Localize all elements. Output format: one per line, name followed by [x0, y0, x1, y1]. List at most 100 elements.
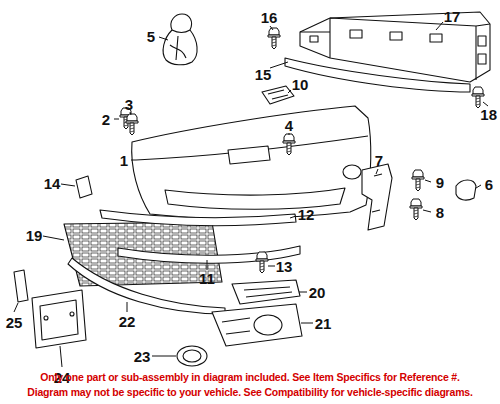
leader-lines — [301, 323, 313, 324]
part-22-molding — [68, 258, 225, 314]
part-24-plate-bracket — [70, 312, 74, 316]
leader-lines — [270, 26, 273, 30]
part-6-cap — [456, 180, 476, 200]
leader-lines — [43, 236, 64, 240]
part-14-clip — [76, 176, 92, 198]
leader-lines — [14, 303, 18, 312]
part-24-plate-bracket — [40, 300, 78, 340]
callout-number: 8 — [436, 205, 444, 220]
part-1-bumper-cover — [132, 106, 371, 218]
part-24-plate-bracket — [32, 290, 86, 348]
callout-number: 21 — [315, 316, 332, 331]
screws — [472, 87, 484, 108]
part-17-reinforcement — [478, 36, 486, 46]
callout-number: 10 — [292, 77, 309, 92]
leader-lines — [289, 133, 290, 135]
screws — [412, 170, 424, 191]
part-17-reinforcement — [310, 36, 318, 42]
part-5-boot — [163, 14, 197, 65]
part-14-clip — [76, 176, 92, 198]
part-20-insert — [244, 287, 292, 297]
part-22-molding — [68, 258, 225, 314]
part-17-reinforcement — [430, 34, 442, 42]
leader-lines — [114, 119, 119, 120]
callout-number: 20 — [309, 285, 326, 300]
callout-number: 22 — [119, 314, 136, 329]
part-7-bracket — [362, 164, 392, 230]
leader-lines — [436, 22, 443, 30]
part-5-boot — [170, 30, 190, 60]
leader-lines — [61, 184, 75, 186]
part-24-plate-bracket — [32, 290, 86, 348]
callout-number: 9 — [436, 175, 444, 190]
leader-lines — [290, 216, 296, 218]
callout-number: 1 — [120, 153, 128, 168]
screws — [268, 28, 280, 49]
part-21-fog-insert — [212, 304, 302, 346]
callout-number: 4 — [285, 118, 293, 133]
callout-number: 25 — [6, 315, 23, 330]
part-25-clip — [14, 270, 28, 302]
part-24-plate-bracket — [44, 316, 48, 320]
leader-lines — [60, 346, 62, 367]
leader-lines — [207, 260, 208, 270]
part-20-insert — [232, 280, 300, 304]
callout-number: 14 — [44, 176, 61, 191]
callout-number: 11 — [199, 271, 215, 286]
callout-number: 15 — [255, 67, 272, 82]
leader-lines — [483, 102, 488, 106]
part-21-fog-insert — [212, 304, 302, 346]
leader-lines — [288, 90, 291, 93]
callout-number: 7 — [375, 153, 383, 168]
part-25-clip — [14, 270, 28, 302]
part-23-ring — [177, 346, 207, 366]
screws — [256, 252, 268, 273]
part-12-molding — [100, 210, 296, 225]
part-1-bumper-cover — [228, 146, 270, 164]
part-10-bracket — [262, 86, 294, 104]
callout-number: 17 — [444, 9, 461, 24]
part-17-reinforcement — [478, 54, 486, 64]
part-7-bracket — [372, 174, 382, 212]
part-5-boot — [163, 14, 197, 65]
part-21-fog-insert — [222, 318, 250, 334]
leader-lines — [423, 210, 431, 212]
screws — [120, 28, 484, 273]
leader-lines — [376, 169, 378, 174]
part-17-reinforcement — [350, 30, 362, 38]
part-11-molding — [118, 246, 300, 263]
leader-lines — [270, 62, 288, 68]
part-17-reinforcement — [390, 32, 402, 40]
part-7-bracket — [362, 164, 392, 230]
leader-lines — [127, 302, 128, 312]
leader-lines — [131, 160, 136, 161]
callout-number: 5 — [147, 29, 155, 44]
leader-lines — [476, 185, 481, 188]
leader-lines — [14, 22, 488, 367]
leader-lines — [299, 292, 307, 293]
part-10-bracket — [262, 86, 294, 104]
part-23-ring — [183, 350, 201, 362]
callout-number: 13 — [276, 259, 293, 274]
callout-number: 12 — [298, 207, 315, 222]
callout-number: 3 — [125, 97, 133, 112]
disclaimer-note: Only one part or sub-assembly in diagram… — [0, 371, 500, 384]
callout-number: 6 — [485, 177, 493, 192]
part-1-bumper-cover — [343, 165, 361, 179]
screws — [283, 134, 295, 155]
part-15-absorber — [285, 58, 470, 92]
leader-lines — [130, 112, 131, 115]
part-20-insert — [232, 280, 300, 304]
part-6-cap — [456, 180, 476, 200]
bumper-illustration — [14, 12, 490, 366]
callout-number: 18 — [480, 107, 497, 122]
part-1-bumper-cover — [165, 188, 345, 209]
part-21-fog-insert — [254, 315, 282, 335]
leader-lines — [152, 356, 176, 357]
leader-lines — [159, 37, 168, 40]
part-11-molding — [118, 246, 300, 263]
leader-lines — [268, 266, 275, 267]
